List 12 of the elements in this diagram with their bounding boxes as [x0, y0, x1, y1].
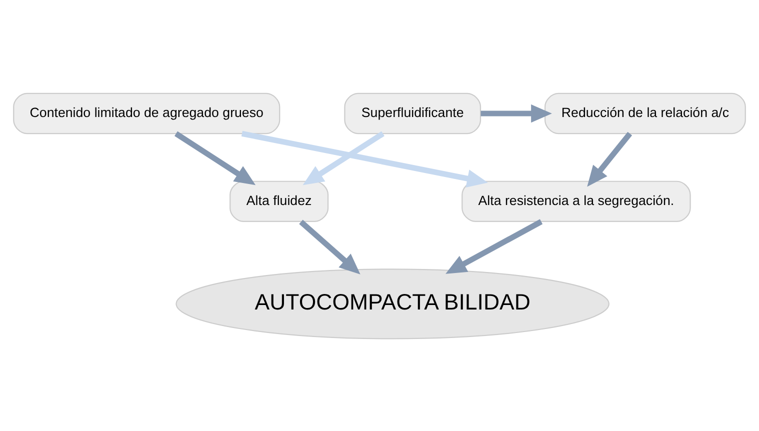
- arrow: [587, 131, 632, 186]
- node-box: Alta fluidez: [230, 180, 329, 222]
- node-box: Reducción de la relación a/c: [544, 92, 746, 134]
- node-ellipse: AUTOCOMPACTA BILIDAD: [176, 268, 610, 339]
- arrow: [299, 219, 360, 274]
- arrow: [241, 130, 488, 188]
- arrow: [480, 104, 552, 122]
- arrow: [446, 218, 543, 274]
- node-box: Contenido limitado de agregado grueso: [13, 92, 280, 134]
- node-box: Alta resistencia a la segregación.: [462, 180, 691, 222]
- arrow: [174, 130, 256, 185]
- node-box: Superfluidificante: [344, 92, 482, 134]
